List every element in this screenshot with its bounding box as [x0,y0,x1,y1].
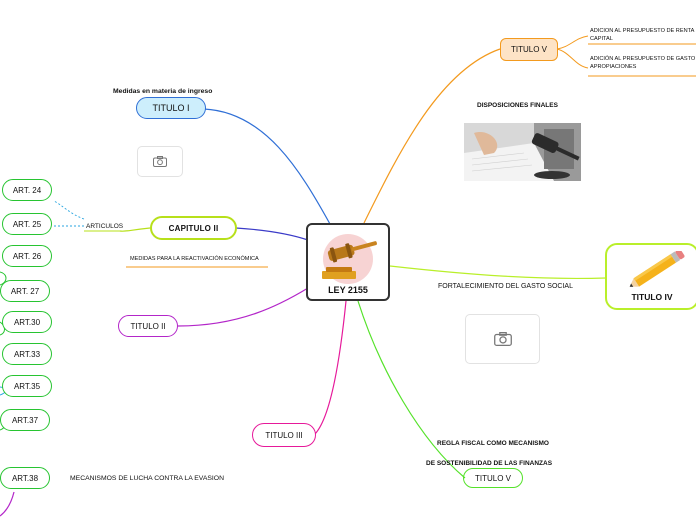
titulo-iv-node[interactable]: TITULO IV [605,243,696,310]
article-node[interactable]: ART.37 [0,409,50,431]
titulo-v-top-node[interactable]: TITULO V [500,38,558,61]
article-node[interactable]: ART. 25 [2,213,52,235]
titulo-iv-subtitle: FORTALECIMIENTO DEL GASTO SOCIAL [438,283,573,290]
pencil-icon [629,251,685,287]
branch-articulos [119,227,151,232]
capitulo-ii-subtitle: MEDIDAS PARA LA REACTIVACIÓN ECONÓMICA [130,256,259,262]
titulo-ii-node[interactable]: TITULO II [118,315,178,337]
central-topic-title: LEY 2155 [328,285,368,295]
article-label: ART.35 [13,381,41,391]
image-placeholder[interactable] [137,146,183,177]
article-node[interactable]: ART. 24 [2,179,52,201]
article-label: ART.33 [13,349,41,359]
titulo-v-item-2-line-2: APROPIACIONES [590,64,637,70]
article-node[interactable]: ART.33 [2,343,52,365]
camera-icon [493,332,512,346]
gavel-icon [322,234,377,284]
titulo-iii-node[interactable]: TITULO III [252,423,316,447]
capitulo-ii-node[interactable]: CAPITULO II [150,216,237,240]
titulo-iii-label: TITULO III [265,430,303,440]
article-label: ART.37 [11,415,39,425]
dash-art-24 [53,200,85,220]
capitulo-ii-label: CAPITULO II [168,223,219,233]
titulo-ii-label: TITULO II [130,321,166,331]
branch-sub-1 [556,35,589,50]
gavel-photo-image [464,123,581,181]
article-label: ART. 24 [12,185,42,195]
branch-titulo-v-top [363,48,501,224]
titulo-v-item-1-line-1: ADICION AL PRESUPUESTO DE RENTA [590,28,695,34]
articulos-label: ARTICULOS [86,223,124,230]
article-label: ART. 27 [10,286,40,296]
mecanismos-label: MECANISMOS DE LUCHA CONTRA LA EVASION [70,475,224,482]
titulo-v-bottom-label: TITULO V [474,473,511,483]
branch-titulo-v-bottom [357,300,466,479]
disposiciones-label: DISPOSICIONES FINALES [477,102,558,109]
titulo-i-label: TITULO I [152,103,190,113]
titulo-v-bottom-subtitle-2: DE SOSTENIBILIDAD DE LAS FINANZAS [426,460,553,467]
article-node[interactable]: ART.38 [0,467,50,489]
article-label: ART. 26 [12,251,42,261]
article-node[interactable]: ART. 26 [2,245,52,267]
branch-titulo-iii [313,300,347,436]
branch-titulo-ii [177,287,309,327]
central-topic-ley-2155[interactable]: LEY 2155 [306,223,390,301]
titulo-iv-label: TITULO IV [631,292,673,302]
article-label: ART.38 [11,473,39,483]
titulo-v-bottom-node[interactable]: TITULO V [463,468,523,488]
titulo-v-top-label: TITULO V [510,45,547,54]
titulo-v-item-1-line-2: CAPITAL [590,36,613,42]
titulo-v-item-1: ADICION AL PRESUPUESTO DE RENTA CAPITAL [590,27,694,43]
article-node[interactable]: ART.30 [2,311,52,333]
titulo-v-item-2-line-1: ADICIÓN AL PRESUPUESTO DE GASTO [590,56,696,62]
gavel-photo [464,123,581,181]
article-label: ART. 25 [12,219,42,229]
image-placeholder[interactable] [465,314,540,364]
titulo-i-node[interactable]: TITULO I [136,97,206,119]
article-node[interactable]: ART. 27 [0,280,50,302]
branch-capitulo-ii [235,227,309,241]
titulo-v-item-2: ADICIÓN AL PRESUPUESTO DE GASTO APROPIAC… [590,55,695,71]
titulo-i-note: Medidas en materia de ingreso [113,88,213,95]
art-connector [0,491,15,517]
branch-sub-2 [556,48,589,69]
article-label: ART.30 [13,317,41,327]
branch-titulo-iv [389,265,607,280]
branch-titulo-i [203,108,331,225]
titulo-v-bottom-subtitle-1: REGLA FISCAL COMO MECANISMO [437,440,549,447]
camera-icon [153,156,167,167]
article-node[interactable]: ART.35 [2,375,52,397]
